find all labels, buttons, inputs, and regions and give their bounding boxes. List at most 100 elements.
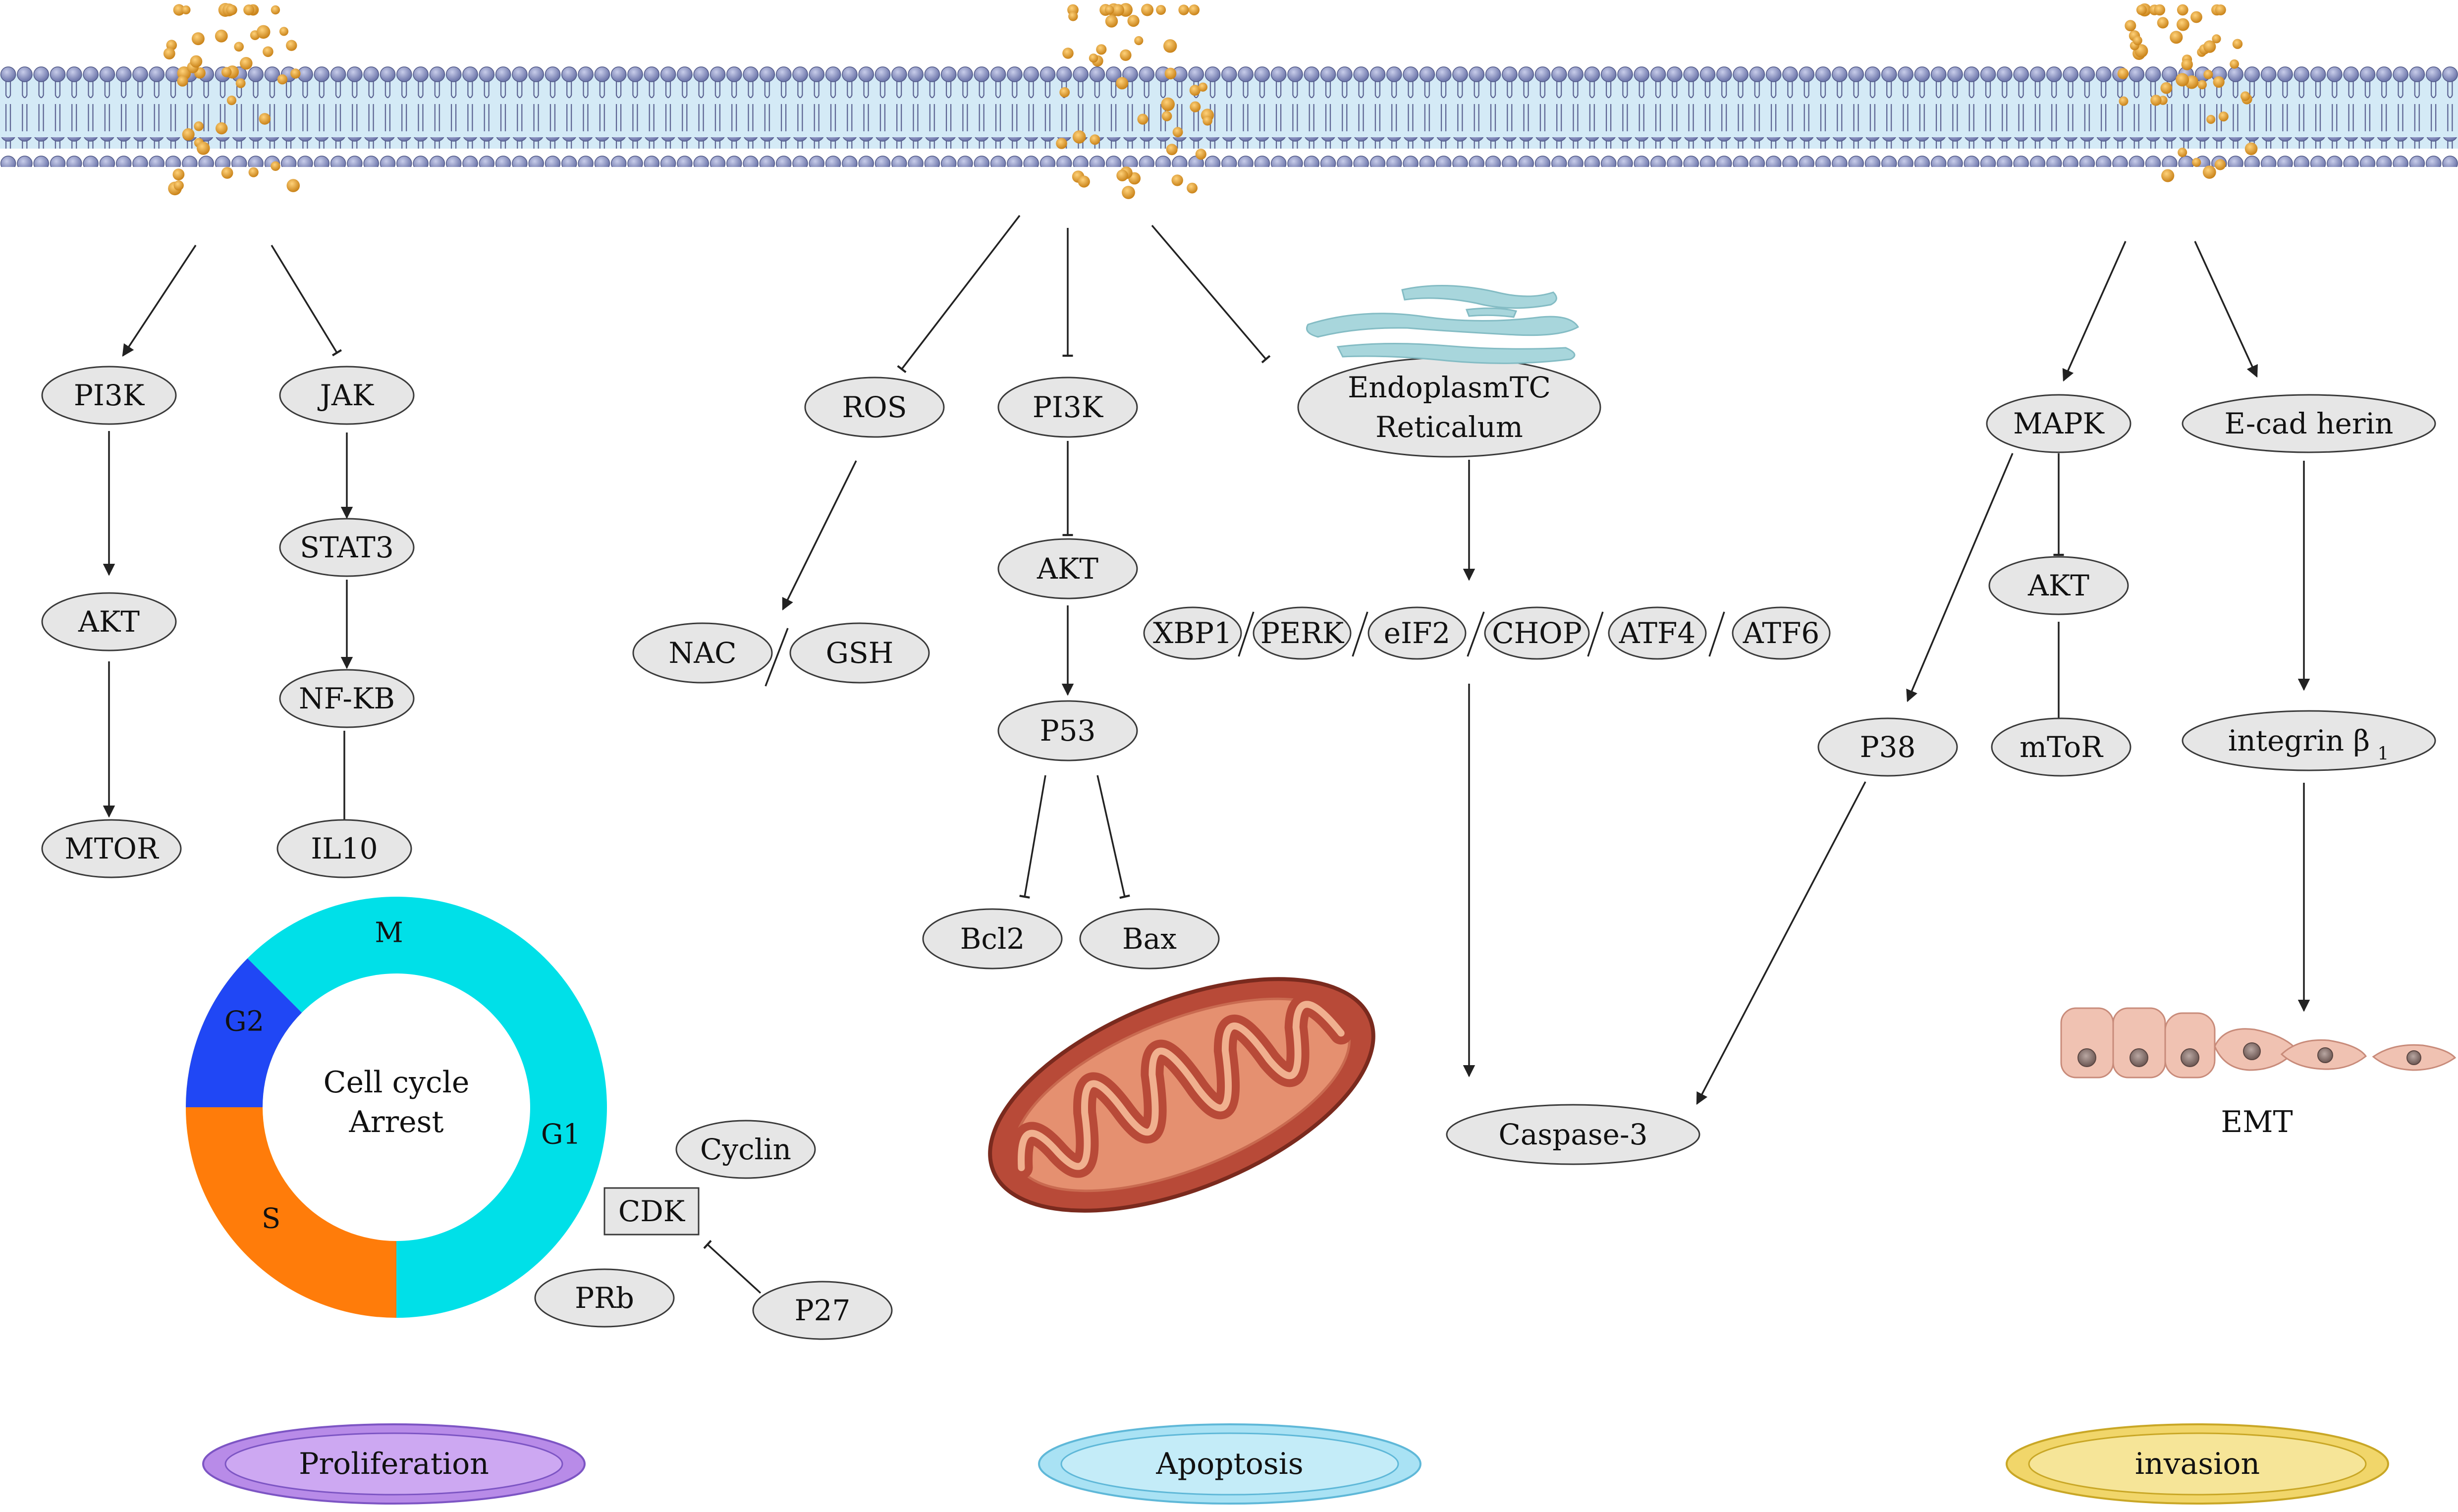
svg-text:E-cad herin: E-cad herin	[2225, 407, 2394, 440]
svg-text:PI3K: PI3K	[1033, 390, 1104, 424]
svg-text:MAPK: MAPK	[2013, 407, 2105, 440]
drug-particle	[2232, 39, 2243, 49]
node-xbp1: XBP1	[1143, 606, 1242, 660]
drug-particle	[1112, 4, 1124, 16]
drug-particle	[226, 4, 237, 15]
svg-text:PERK: PERK	[1260, 616, 1345, 650]
drug-particle	[277, 74, 288, 85]
drug-particle	[2154, 4, 2166, 16]
drug-particle	[1089, 54, 1098, 63]
drug-particle	[248, 167, 259, 177]
svg-text:eIF2: eIF2	[1384, 616, 1450, 650]
node-atf4: ATF4	[1608, 606, 1707, 660]
svg-text:ROS: ROS	[842, 390, 907, 424]
emt-label: EMT	[2221, 1105, 2293, 1139]
svg-text:JAK: JAK	[318, 378, 375, 412]
svg-text:P53: P53	[1040, 714, 1096, 748]
node-pi3k-proliferation: PI3K	[41, 366, 177, 425]
drug-particle	[2190, 11, 2202, 23]
drug-particle	[2117, 68, 2129, 79]
svg-text:Reticalum: Reticalum	[1375, 410, 1523, 444]
drug-particle	[1156, 5, 1166, 15]
phase-label-g2: G2	[224, 1006, 264, 1038]
drug-particle	[1059, 87, 1070, 98]
edge-membrane-mapk	[2062, 241, 2127, 382]
drug-particle	[1161, 111, 1172, 121]
drug-particle	[2244, 142, 2258, 156]
cell-membrane	[0, 57, 2458, 167]
drug-particle	[163, 48, 175, 59]
node-endoplasmic-reticulum: EndoplasmTC Reticalum	[1297, 357, 1601, 458]
node-chop: CHOP	[1484, 606, 1590, 660]
drug-particle	[240, 57, 253, 70]
svg-text:Cyclin: Cyclin	[700, 1133, 791, 1166]
node-stat3: STAT3	[279, 518, 415, 577]
edge-membrane-er	[1151, 224, 1271, 364]
outcome-apoptosis: Apoptosis	[1038, 1423, 1421, 1505]
node-bcl2: Bcl2	[922, 908, 1063, 970]
drug-particle	[259, 113, 271, 125]
drug-particle	[1189, 85, 1201, 96]
svg-text:mToR: mToR	[2020, 730, 2104, 764]
drug-particle	[2197, 80, 2207, 90]
svg-text:EndoplasmTC: EndoplasmTC	[1348, 371, 1551, 404]
drug-particle	[286, 40, 297, 51]
cell-cycle-ring: M G1 S G2 Cell cycle Arrest	[185, 896, 607, 1318]
drug-particle	[1198, 82, 1207, 92]
endoplasmic-reticulum-icon	[1306, 285, 1580, 364]
node-jak: JAK	[279, 366, 415, 425]
drug-particle	[2215, 4, 2226, 15]
edge-membrane-jak	[271, 245, 342, 357]
svg-text:integrin β: integrin β	[2228, 724, 2370, 757]
drug-particle	[2192, 158, 2201, 167]
drug-particle	[2212, 34, 2221, 44]
drug-particle	[1172, 127, 1183, 138]
drug-particle	[2178, 148, 2187, 158]
drug-particle	[1189, 4, 1200, 15]
drug-particle	[1096, 44, 1107, 55]
drug-particle	[1105, 15, 1118, 28]
drug-particle	[215, 29, 228, 43]
node-atf6: ATF6	[1732, 606, 1831, 660]
drug-particle	[2132, 36, 2142, 46]
drug-particle	[1171, 174, 1183, 186]
drug-particle	[2218, 111, 2229, 122]
node-mtor-proliferation: MTOR	[41, 819, 182, 878]
drug-particle	[263, 46, 273, 57]
drug-particles	[163, 3, 2258, 199]
node-cdk: CDK	[603, 1187, 700, 1236]
drug-particle	[2230, 59, 2239, 69]
drug-particle	[1062, 48, 1074, 59]
drug-particle	[1190, 101, 1201, 112]
phase-label-s: S	[262, 1203, 280, 1235]
cell-cycle-center-line2: Arrest	[348, 1105, 443, 1139]
drug-particle	[226, 96, 237, 106]
drug-particle	[1090, 134, 1100, 145]
drug-particle	[2160, 82, 2173, 94]
svg-text:CDK: CDK	[618, 1194, 686, 1228]
cell-cycle-center-line1: Cell cycle	[324, 1065, 470, 1100]
drug-particle	[1127, 14, 1140, 27]
drug-particle	[172, 168, 185, 180]
svg-text:P27: P27	[795, 1294, 851, 1327]
svg-text:invasion: invasion	[2135, 1447, 2260, 1481]
drug-particle	[2214, 159, 2226, 170]
node-mapk: MAPK	[1986, 394, 2131, 453]
drug-particle	[197, 142, 210, 155]
phase-label-g1: G1	[541, 1119, 581, 1151]
svg-text:NAC: NAC	[668, 636, 736, 670]
svg-text:PRb: PRb	[575, 1281, 634, 1315]
drug-particle	[1116, 169, 1128, 182]
drug-particle	[2213, 76, 2225, 88]
drug-particle	[2181, 58, 2193, 70]
svg-text:P38: P38	[1860, 730, 1916, 764]
drug-particle	[2161, 169, 2175, 182]
svg-text:Proliferation: Proliferation	[299, 1447, 489, 1481]
drug-particle	[1141, 3, 1154, 16]
node-il10: IL10	[276, 819, 412, 878]
svg-text:MTOR: MTOR	[64, 832, 160, 865]
svg-text:XBP1: XBP1	[1153, 616, 1232, 650]
drug-particle	[235, 78, 246, 88]
